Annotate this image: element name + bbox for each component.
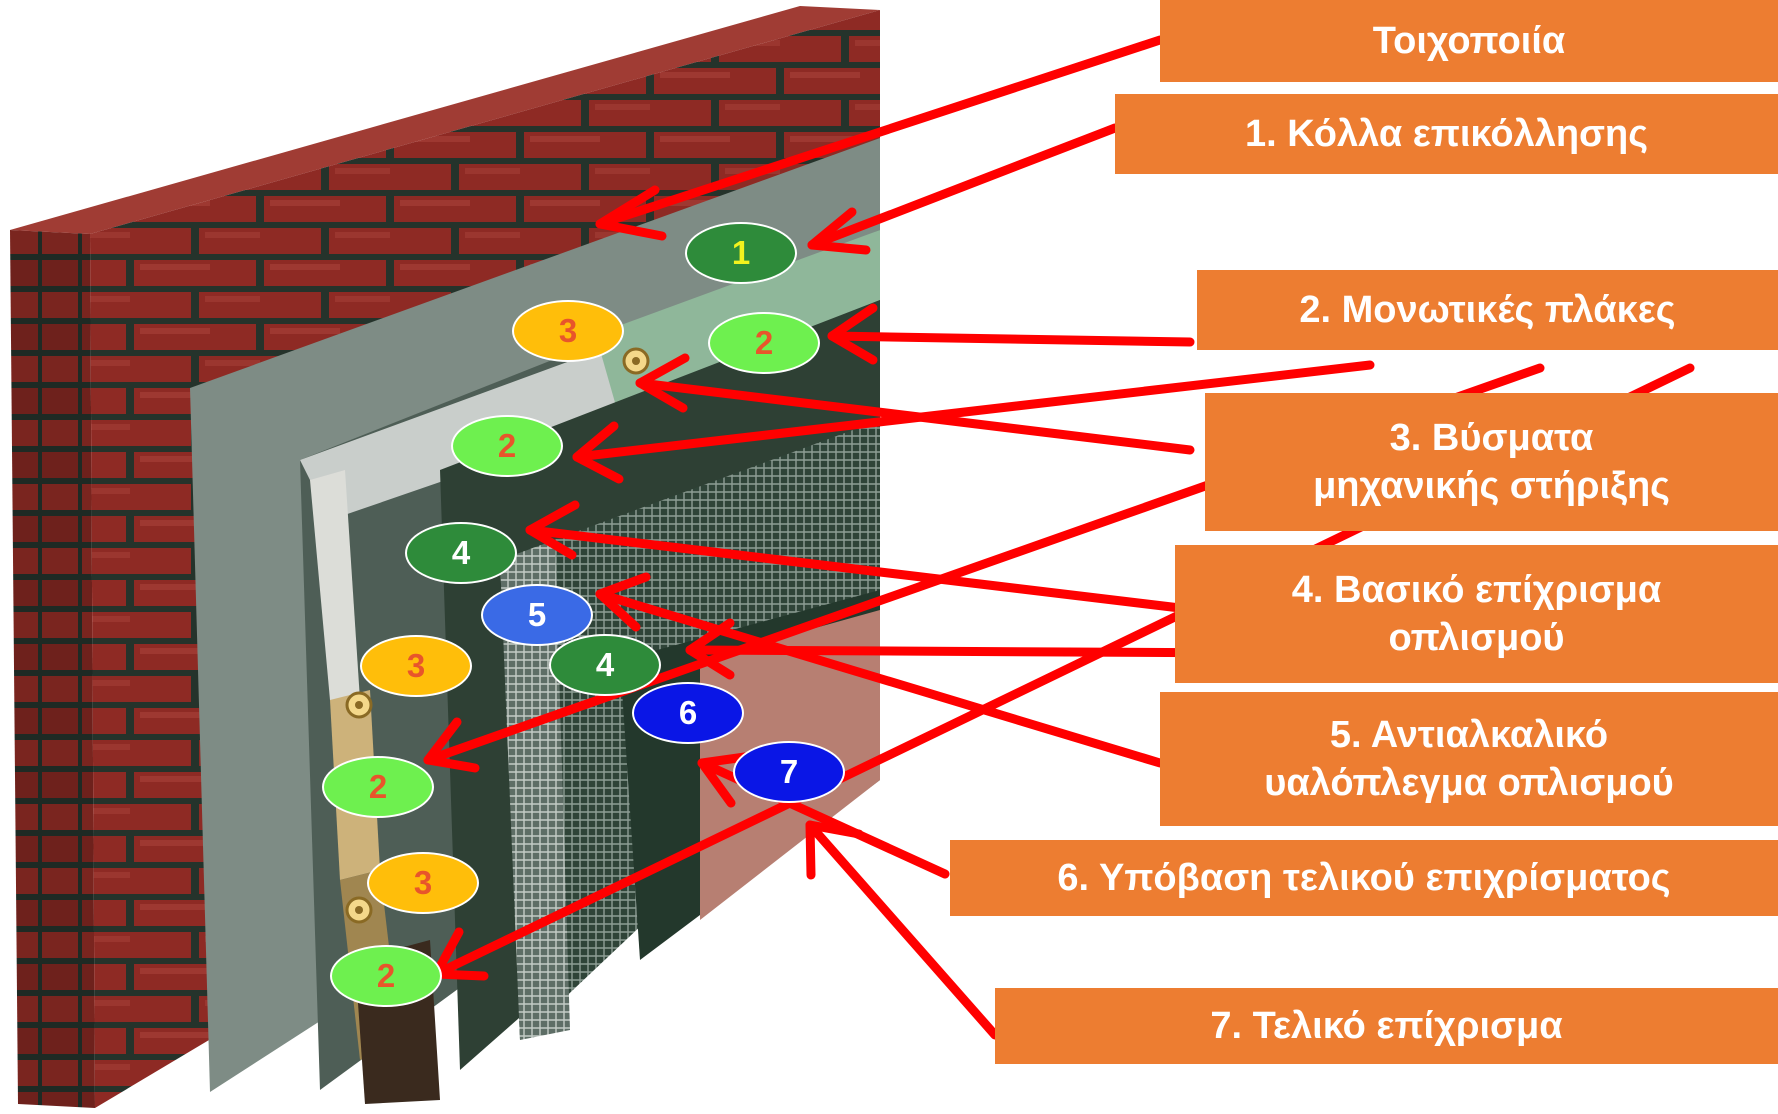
- insulation-edge-upper: [310, 470, 360, 700]
- badge-adhesive: 1: [685, 222, 797, 284]
- badge-insulation: 2: [451, 415, 563, 477]
- badge-insulation: 2: [322, 756, 434, 818]
- label-final-render-text: 7. Τελικό επίχρισμα: [1210, 1005, 1563, 1047]
- badge-dowels: 3: [512, 300, 624, 362]
- label-base-coat-line2: οπλισμού: [1388, 617, 1565, 659]
- badge-dowels: 3: [367, 852, 479, 914]
- label-adhesive: 1. Κόλλα επικόλλησης: [1115, 94, 1778, 174]
- label-anchors-line1: 3. Βύσματα: [1389, 417, 1594, 459]
- label-base-coat: 4. Βασικό επίχρισμα οπλισμού: [1175, 545, 1778, 683]
- dowel-icon: [622, 347, 650, 375]
- dowel-icon: [345, 691, 373, 719]
- label-mesh-line1: 5. Αντιαλκαλικό: [1329, 714, 1609, 756]
- label-wall-text: Τοιχοποιία: [1372, 20, 1566, 62]
- arrow-mesh: [595, 572, 1165, 768]
- brick-wall-top: [10, 6, 880, 234]
- label-primer: 6. Υπόβαση τελικού επιχρίσματος: [950, 840, 1778, 916]
- badge-insulation: 2: [708, 312, 820, 374]
- label-final-render: 7. Τελικό επίχρισμα: [995, 988, 1778, 1064]
- label-wall: Τοιχοποιία: [1160, 0, 1778, 82]
- badge-base-coat: 4: [549, 634, 661, 696]
- arrow-adhesive: [807, 123, 1120, 255]
- arrow-wall: [595, 35, 1165, 241]
- label-mechanical-anchors: 3. Βύσματα μηχανικής στήριξης: [1205, 393, 1778, 531]
- label-mesh-line2: υαλόπλεγμα οπλισμού: [1264, 762, 1674, 804]
- badge-insulation: 2: [330, 945, 442, 1007]
- badge-final-render: 7: [733, 741, 845, 803]
- badge-base-coat: 4: [405, 522, 517, 584]
- arrow-dowel-b: [572, 360, 1375, 484]
- badge-primer: 6: [632, 682, 744, 744]
- arrow-final: [805, 820, 1000, 1040]
- label-primer-text: 6. Υπόβαση τελικού επιχρίσματος: [1057, 857, 1671, 899]
- brick-wall-side: [10, 230, 95, 1108]
- label-base-coat-line1: 4. Βασικό επίχρισμα: [1291, 569, 1662, 611]
- label-anchors-line2: μηχανικής στήριξης: [1313, 465, 1670, 507]
- badge-dowels: 3: [360, 635, 472, 697]
- label-mesh: 5. Αντιαλκαλικό υαλόπλεγμα οπλισμού: [1160, 692, 1778, 826]
- dowel-icon: [345, 896, 373, 924]
- label-adhesive-text: 1. Κόλλα επικόλλησης: [1244, 113, 1649, 155]
- badge-mesh: 5: [481, 584, 593, 646]
- arrow-insulation: [827, 303, 1195, 365]
- label-insulation-boards: 2. Μονωτικές πλάκες: [1197, 270, 1778, 350]
- arrow-base-coat-a: [525, 500, 1185, 613]
- label-insulation-text: 2. Μονωτικές πλάκες: [1299, 289, 1676, 331]
